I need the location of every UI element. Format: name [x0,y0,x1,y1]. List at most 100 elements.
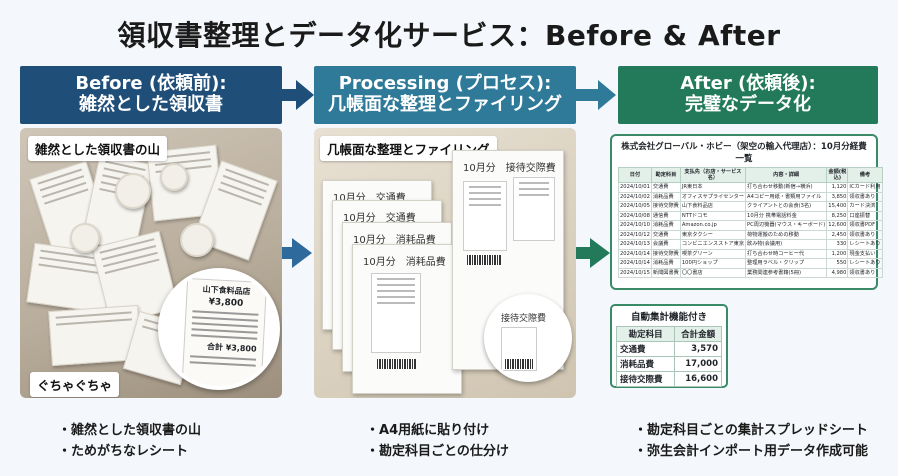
ledger-cell: 2024/10/15 [618,267,652,279]
ledger-cell: ICカード利用 [847,182,883,193]
ledger-cell: 消耗品費 [650,191,681,203]
after-header: After (依頼後): 完璧なデータ化 [618,66,878,124]
receipt-roll [180,223,214,257]
ledger-cell: PC周辺機器(マウス・キーボード) [745,220,828,231]
header-arrow-1-icon [296,80,314,110]
ledger-cell: 15,400 [826,201,849,212]
ledger-cell: 接待交際費 [650,201,681,212]
ledger-cell: 〇〇書店 [679,267,747,279]
filed-sheet: 10月分 消耗品費 [352,244,462,394]
after-header-line1: After (依頼後): [680,73,816,95]
ledger-cell: 2024/10/01 [618,182,652,193]
receipt-total-label: 合計 [206,342,224,352]
ledger-cell: 1,120 [826,182,849,193]
ledger-cell: Amazon.co.jp [679,220,747,231]
ledger-cell: 330 [826,239,849,250]
ledger-cell: 2024/10/12 [618,229,652,241]
ledger-cell: 会議費 [650,239,681,250]
ledger-cell: 2024/10/13 [618,239,652,250]
before-header-line1: Before (依頼前): [75,73,227,95]
attached-receipt [371,273,421,353]
sheet-label: 10月分 消耗品費 [363,257,446,268]
attached-receipt [513,177,555,241]
ledger-cell: 荷物運搬のための移動 [745,229,828,241]
summary-row: 交通費 3,570 [615,341,722,357]
ledger-cell: 交通費 [650,229,681,241]
summary-account: 交通費 [615,341,676,357]
receipt-amount: ¥3,800 [208,297,244,309]
ledger-cell: 8,250 [826,210,849,222]
page-title: 領収書整理とデータ化サービス：Before & After [117,19,781,52]
receipt-roll [160,163,188,191]
summary-account: 接待交際費 [615,371,676,387]
bullet-item: A4用紙に貼り付け [366,420,509,441]
ledger-cell: 2024/10/08 [618,210,652,222]
ledger-cell: 領収書PDF [847,220,883,231]
before-bullets: 雑然とした領収書の山 ためがちなレシート [58,420,201,462]
ledger-cell: オフィスサプライセンター [679,191,747,203]
photo-arrow-1-icon [292,238,312,268]
after-bullets: 勘定科目ごとの集計スプレッドシート 弥生会計インポート用データ作成可能 [634,420,868,462]
ledger-cell: クライアントとの会食(3名) [745,201,828,212]
ledger-cell: JR東日本 [679,182,747,193]
bullet-item: 弥生会計インポート用データ作成可能 [634,441,868,462]
summary-card: 自動集計機能付き 勘定科目 合計金額 交通費 3,570 消耗品費 17,000… [610,304,728,388]
ledger-cell: 2024/10/14 [618,258,652,269]
ledger-cell: NTTドコモ [679,210,747,222]
ledger-cell: 口座振替 [847,210,883,222]
ledger-cell: 2024/10/14 [618,248,652,260]
barcode-icon [467,255,501,265]
ledger-cell: 交通費 [650,182,681,193]
ledger-title: 株式会社グローバル・ホビー（架空の輸入代理店）：10月分経費一覧 [621,142,867,164]
ledger-cell: A4コピー用紙・書類用ファイル [745,191,828,203]
summary-header: 勘定科目 [615,326,676,342]
bullet-item: 勘定科目ごとの集計スプレッドシート [634,420,868,441]
ledger-cell: 12,600 [826,220,849,231]
ledger-card: 株式会社グローバル・ホビー（架空の輸入代理店）：10月分経費一覧 日付 勘定科目… [610,134,883,290]
photo-arrow-1-stem-icon [282,247,294,259]
ledger-cell: 消耗品費 [650,220,681,231]
ledger-cell: 山下食料品店 [679,201,747,212]
ledger-cell: 業務関連参考書籍(5冊) [745,267,828,279]
barcode-icon [377,359,417,369]
sheet-label: 10月分 消耗品費 [353,235,436,246]
ledger-cell: 領収書あり [847,229,883,241]
ledger-cell: 飲み物(会議用) [745,239,828,250]
sheet-label: 10月分 交通費 [333,193,406,204]
ledger-cell: 東京タクシー [679,229,747,241]
processing-header: Processing (プロセス): 几帳面な整理とファイリング [314,66,576,124]
ledger-header: 勘定科目 [650,166,681,184]
photo-arrow-2-stem-icon [576,247,592,259]
ledger-header: 内容・詳細 [745,166,828,184]
summary-account: 消耗品費 [615,356,676,372]
summary-total: 3,570 [674,341,722,357]
summary-title: 自動集計機能付き [630,312,707,323]
ledger-cell: 4,980 [826,267,849,279]
summary-table: 勘定科目 合計金額 交通費 3,570 消耗品費 17,000 接待交際費 16… [615,326,722,387]
summary-row: 消耗品費 17,000 [615,356,722,372]
header-arrow-1-stem-icon [282,89,298,101]
ledger-cell: 550 [826,258,849,269]
before-header: Before (依頼前): 雑然とした領収書 [20,66,282,124]
after-header-line2: 完璧なデータ化 [685,94,811,115]
receipt-magnifier: 山下食料品店 ¥3,800 合計 ¥3,800 [158,268,280,390]
summary-row: 接待交際費 16,600 [615,371,722,387]
ledger-cell: 領収書あり [847,267,883,279]
ledger-cell: 接待交際費 [650,248,681,260]
ledger-header: 金額(税込) [826,166,849,184]
ledger-cell: レシートあり [847,239,883,250]
barcode-icon [505,359,533,369]
receipt-roll [115,173,151,209]
ledger-cell: 通信費 [650,210,681,222]
ledger-cell: 3,850 [826,191,849,203]
ledger-cell: 2,450 [826,229,849,241]
sheet-magnifier: 接待交際費 [484,294,572,382]
